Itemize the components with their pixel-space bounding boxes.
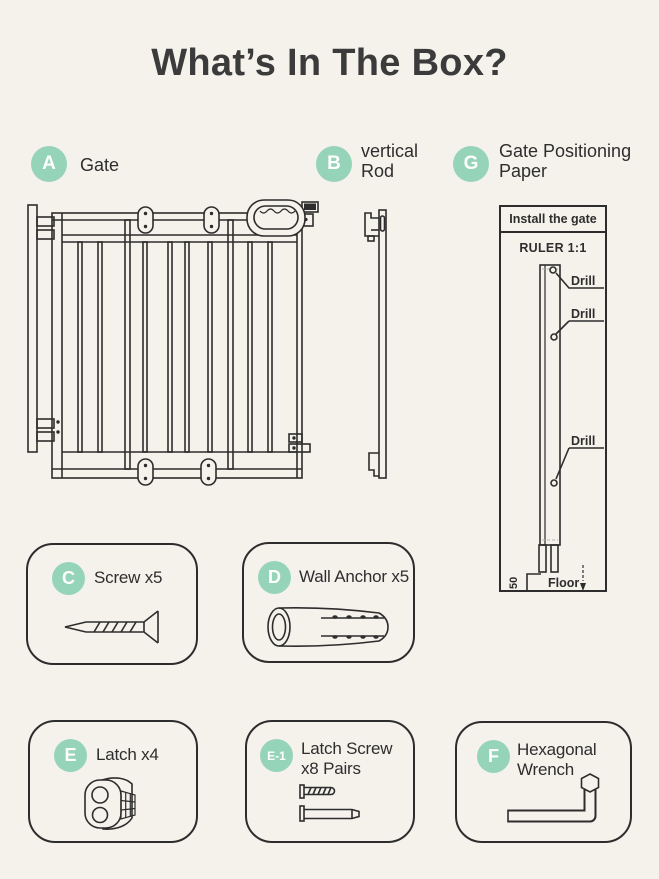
ruler-label: RULER 1:1 bbox=[519, 241, 587, 255]
gate-side-brackets bbox=[56, 420, 311, 453]
gate-illustration bbox=[27, 199, 319, 486]
gate-label: Gate bbox=[80, 155, 120, 175]
wall-anchor-icon bbox=[266, 607, 389, 647]
page-title: What’s In The Box? bbox=[151, 42, 508, 84]
latch-screw-icon bbox=[299, 784, 360, 822]
gate-clamps bbox=[137, 206, 220, 486]
hex-wrench-icon bbox=[507, 773, 600, 823]
rod-illustration bbox=[364, 209, 387, 479]
gate-wall-rail bbox=[27, 204, 55, 453]
paper-label: Gate Positioning Paper bbox=[499, 141, 632, 182]
screw-icon bbox=[64, 610, 159, 644]
floor-arrow bbox=[580, 565, 586, 590]
badge-c: C bbox=[52, 562, 85, 595]
gate-bars bbox=[77, 241, 273, 453]
rod-label: vertical Rod bbox=[361, 141, 419, 182]
paper-header: Install the gate bbox=[501, 207, 605, 233]
latch-label: Latch x4 bbox=[96, 745, 159, 765]
gate-handle bbox=[246, 199, 319, 237]
drill-label-2: Drill bbox=[571, 307, 595, 321]
floor-label: Floor bbox=[548, 576, 579, 590]
wrench-label: Hexagonal Wrench bbox=[517, 740, 597, 780]
wall-anchor-label: Wall Anchor x5 bbox=[299, 567, 409, 587]
box-wall-anchor: D Wall Anchor x5 bbox=[242, 542, 415, 663]
badge-b: B bbox=[316, 146, 352, 182]
box-latch-screw: E-1 Latch Screw x8 Pairs bbox=[245, 720, 415, 843]
drill-hole-2 bbox=[550, 333, 558, 341]
box-wrench: F Hexagonal Wrench bbox=[455, 721, 632, 843]
box-screw: C Screw x5 bbox=[26, 543, 198, 665]
drill-hole-3 bbox=[550, 479, 558, 487]
positioning-paper: Install the gate RULER 1:1 Drill Drill D… bbox=[499, 205, 607, 592]
badge-d: D bbox=[258, 561, 291, 594]
drill-label-3: Drill bbox=[571, 434, 595, 448]
badge-f: F bbox=[477, 740, 510, 773]
badge-e1: E-1 bbox=[260, 739, 293, 772]
box-latch: E Latch x4 bbox=[28, 720, 198, 843]
screw-label: Screw x5 bbox=[94, 568, 163, 588]
drill-label-1: Drill bbox=[571, 274, 595, 288]
drill-hole-1 bbox=[549, 266, 557, 274]
badge-e: E bbox=[54, 739, 87, 772]
offset-label: 50 bbox=[508, 577, 520, 589]
paper-strip-diagram: Drill Drill Drill 50 Floor bbox=[508, 264, 604, 590]
latch-icon bbox=[84, 777, 136, 830]
gate-frame bbox=[51, 212, 303, 479]
badge-g: G bbox=[453, 146, 489, 182]
badge-a: A bbox=[31, 146, 67, 182]
latch-screw-label: Latch Screw x8 Pairs bbox=[301, 739, 393, 779]
